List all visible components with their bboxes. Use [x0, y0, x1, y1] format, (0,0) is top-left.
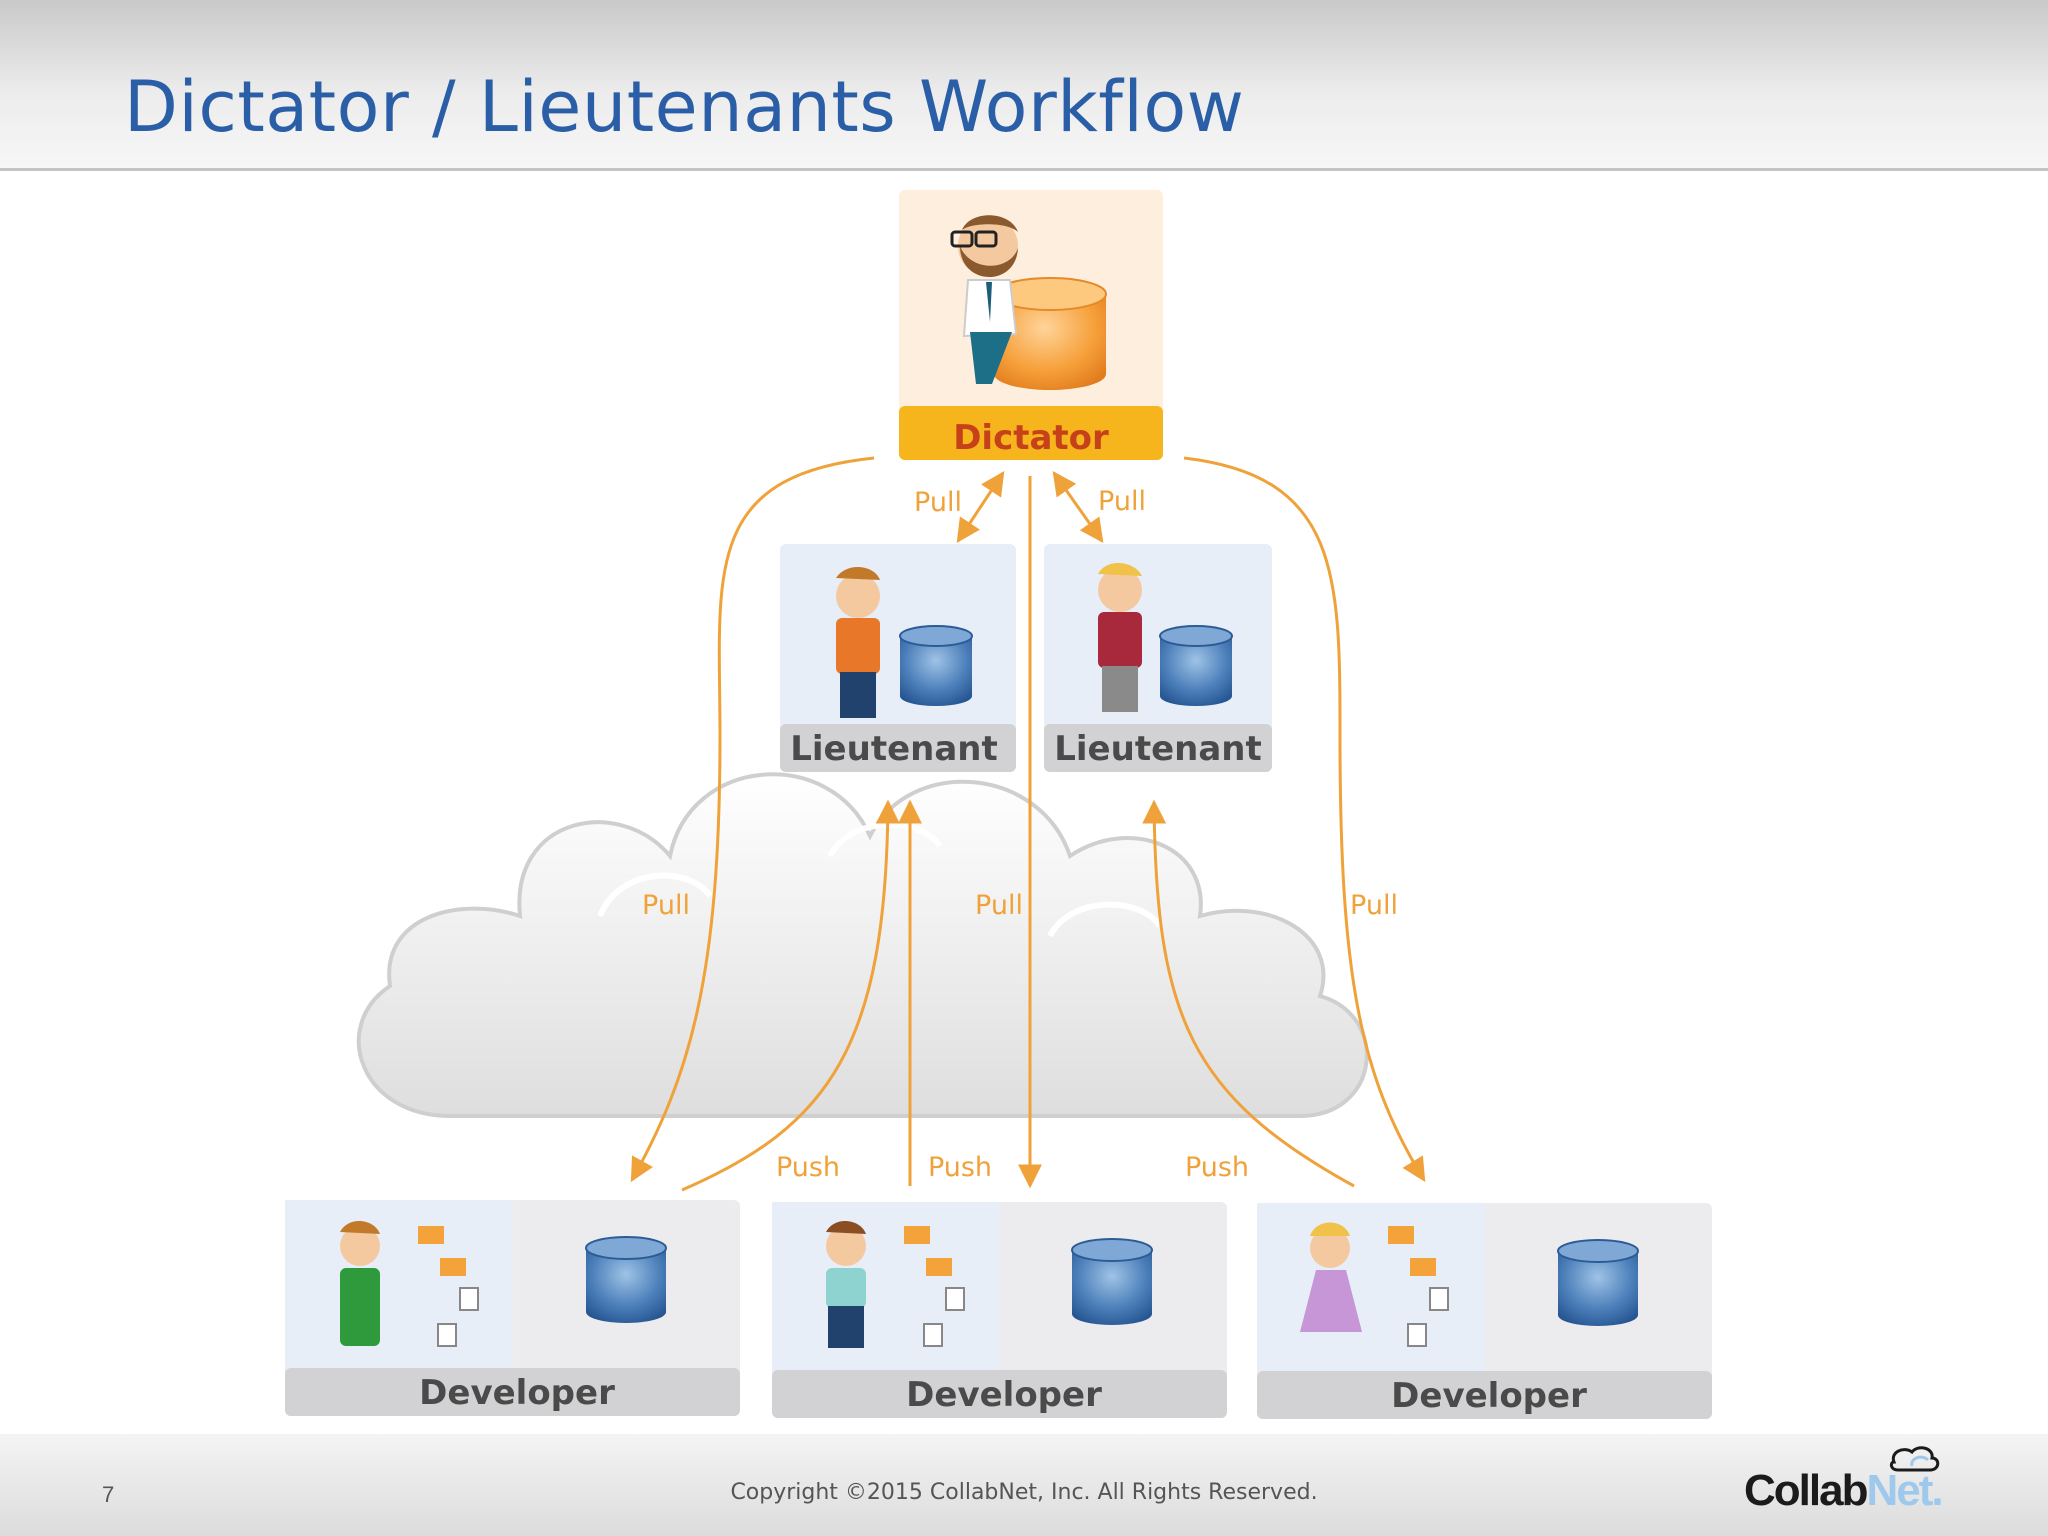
pull-label: Pull — [914, 487, 962, 518]
lieutenant-node — [780, 544, 1016, 772]
person-icon — [340, 1220, 380, 1346]
page-number: 7 — [102, 1482, 115, 1507]
folder-tree-icon — [418, 1226, 479, 1347]
lieutenant-label: Lieutenant — [790, 729, 998, 769]
push-label: Push — [776, 1152, 840, 1183]
developer-label: Developer — [906, 1375, 1102, 1415]
developer-node — [285, 1200, 740, 1416]
developer-label: Developer — [1391, 1376, 1587, 1416]
pull-label: Pull — [642, 890, 690, 921]
developer-node — [1257, 1203, 1712, 1419]
person-icon — [1300, 1222, 1362, 1332]
arrow-pull-dictator-developer-left — [630, 456, 875, 1183]
person-icon — [1098, 562, 1142, 712]
slide-header — [0, 0, 2048, 171]
database-cylinder-icon — [1071, 1238, 1153, 1325]
dictator-node — [899, 190, 1163, 460]
slide-footer — [0, 1434, 2048, 1536]
push-label: Push — [1185, 1152, 1249, 1183]
logo-text-net: Net. — [1866, 1466, 1943, 1515]
cloud-icon — [356, 772, 1369, 1118]
dictator-label: Dictator — [953, 418, 1109, 458]
flow-arrows — [630, 456, 1426, 1192]
developer-label: Developer — [419, 1373, 615, 1413]
database-cylinder-icon — [585, 1236, 667, 1323]
collabnet-logo: CollabNet. — [1744, 1440, 1956, 1515]
person-icon — [836, 566, 880, 718]
logo-text-collab: Collab — [1744, 1466, 1868, 1515]
person-icon — [826, 1220, 866, 1348]
lieutenant-label: Lieutenant — [1054, 729, 1262, 769]
copyright-notice: Copyright ©2015 CollabNet, Inc. All Righ… — [730, 1480, 1318, 1505]
folder-tree-icon — [1388, 1226, 1449, 1347]
lieutenant-node — [1044, 544, 1272, 772]
pull-label: Pull — [1350, 890, 1398, 921]
database-cylinder-icon — [899, 625, 973, 706]
logo-wordmark: CollabNet. — [1744, 1466, 1944, 1516]
database-cylinder-icon — [1159, 625, 1233, 706]
folder-tree-icon — [904, 1226, 965, 1347]
arrow-pull-dictator-lieutenant-right — [1052, 471, 1104, 543]
arrow-push-left — [681, 799, 900, 1192]
arrow-pull-dictator-lieutenant-left — [956, 470, 1005, 544]
workflow-diagram: Dictator Lieutenant Lieutenant Developer… — [285, 190, 1712, 1419]
developer-node — [772, 1202, 1227, 1418]
arrow-push-right — [1142, 799, 1355, 1188]
push-label: Push — [928, 1152, 992, 1183]
bearded-man-with-glasses-icon — [950, 215, 1018, 384]
pull-label: Pull — [975, 890, 1023, 921]
cloud-logo-icon — [1889, 1446, 1940, 1472]
pull-label: Pull — [1098, 486, 1146, 517]
dictator-repository-icon — [993, 277, 1107, 390]
slide-title: Dictator / Lieutenants Workflow — [124, 66, 1245, 148]
arrow-pull-dictator-developer-right — [1183, 456, 1426, 1183]
database-cylinder-icon — [1557, 1239, 1639, 1326]
